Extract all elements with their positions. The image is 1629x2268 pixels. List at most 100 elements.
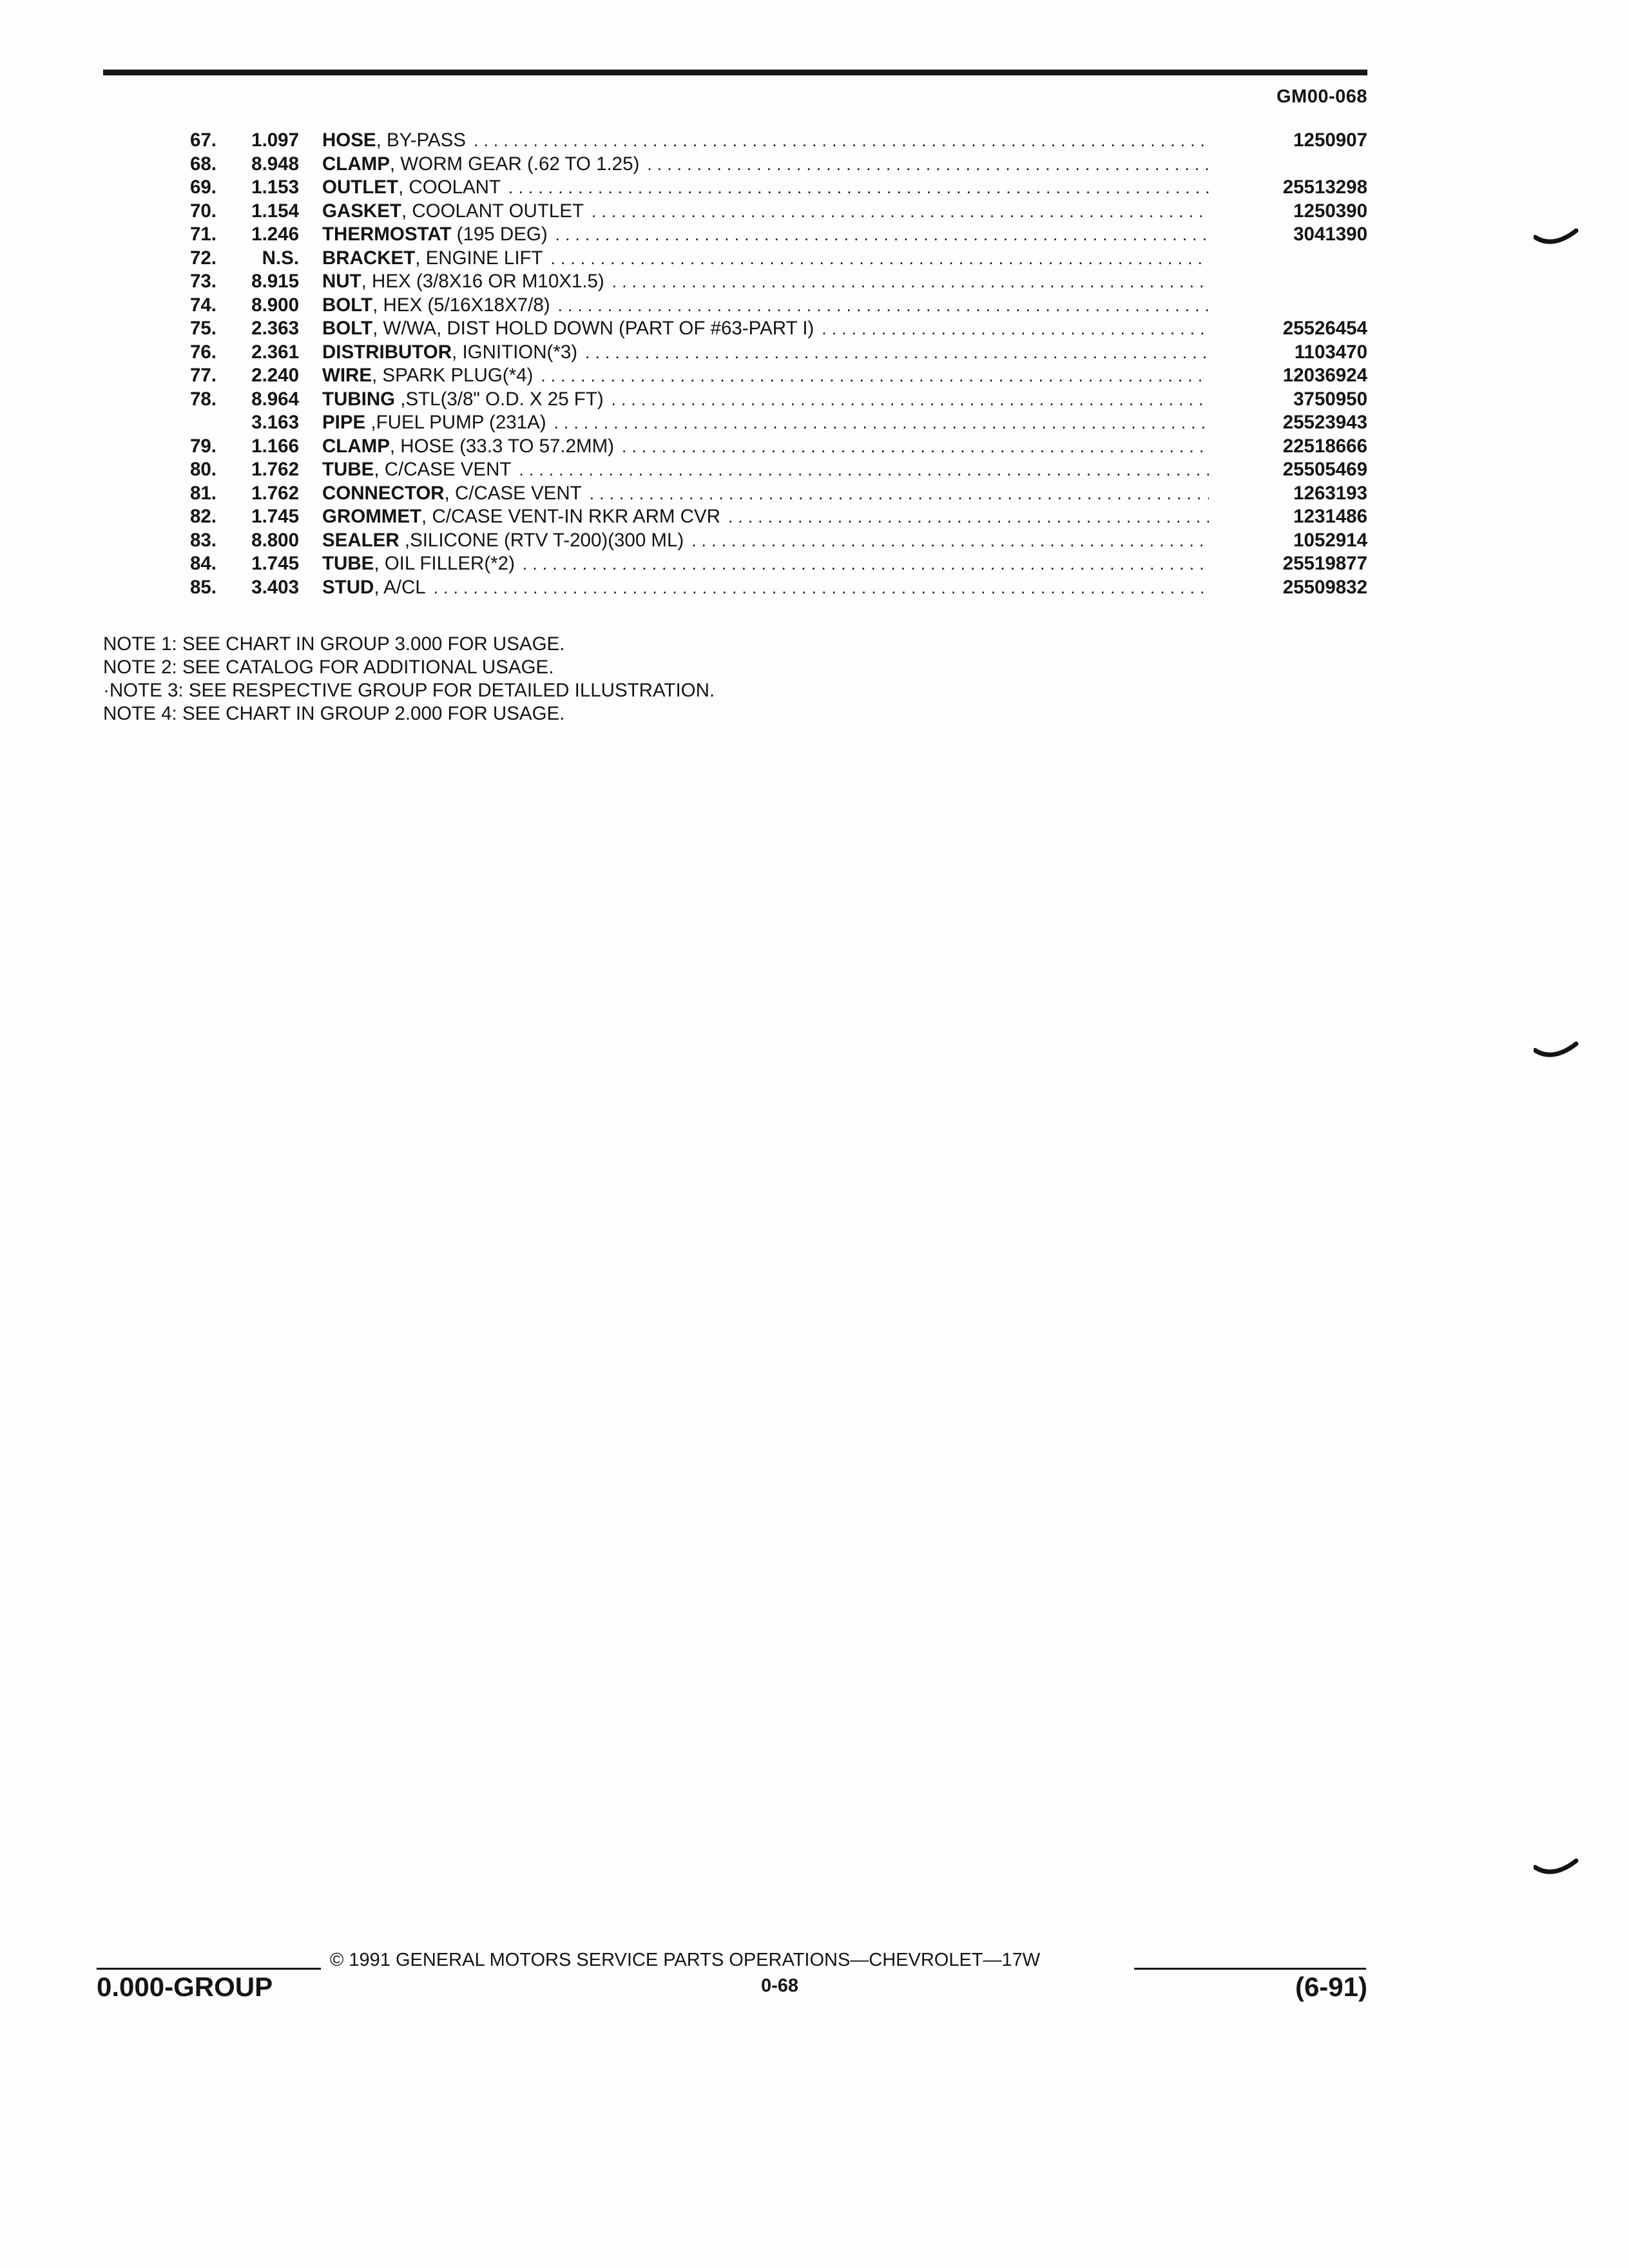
group-number: 2.363	[251, 318, 299, 339]
part-row: 85. 3.403 STUD, A/CL 25509832	[0, 576, 1629, 600]
footer-page-number: 0-68	[760, 1975, 799, 1996]
part-row: 83. 8.800 SEALER ,SILICONE (RTV T-200)(3…	[0, 529, 1629, 553]
part-detail: , HOSE (33.3 TO 57.2MM)	[389, 435, 614, 457]
group-number: 1.166	[251, 435, 299, 457]
part-row: 77. 2.240 WIRE, SPARK PLUG(*4) 12036924	[0, 364, 1629, 388]
part-number: 25523943	[1282, 412, 1367, 433]
part-row: 82. 1.745 GROMMET, C/CASE VENT-IN RKR AR…	[0, 505, 1629, 529]
part-row: 71. 1.246 THERMOSTAT (195 DEG) 3041390	[0, 223, 1629, 247]
part-detail: , OIL FILLER(*2)	[374, 553, 515, 574]
group-number: N.S.	[262, 247, 299, 269]
ref-number: 76.	[189, 341, 217, 363]
part-name: BRACKET	[322, 247, 416, 269]
ref-number: 67.	[189, 130, 217, 151]
part-name: BOLT	[322, 294, 373, 316]
note-line: ·NOTE 3: SEE RESPECTIVE GROUP FOR DETAIL…	[103, 680, 715, 701]
footer-rule-right	[1134, 1968, 1366, 1970]
part-row: 3.163 PIPE ,FUEL PUMP (231A) 25523943	[0, 411, 1629, 435]
part-row: 67. 1.097 HOSE, BY-PASS 1250907	[0, 129, 1629, 153]
footer-rule-left	[97, 1968, 321, 1970]
group-number: 2.361	[251, 341, 299, 363]
part-detail: , W/WA, DIST HOLD DOWN (PART OF #63-PART…	[372, 318, 815, 339]
notes-block: NOTE 1: SEE CHART IN GROUP 3.000 FOR USA…	[103, 633, 715, 726]
part-number: 3041390	[1293, 224, 1367, 245]
part-name: CLAMP	[322, 435, 390, 457]
part-description: WIRE, SPARK PLUG(*4)	[322, 364, 1209, 388]
part-description: HOSE, BY-PASS	[322, 129, 1209, 153]
part-description: TUBING ,STL(3/8" O.D. X 25 FT)	[322, 388, 1209, 412]
part-description: STUD, A/CL	[322, 576, 1209, 600]
note-line: NOTE 4: SEE CHART IN GROUP 2.000 FOR USA…	[103, 703, 565, 724]
ref-number: 71.	[189, 224, 217, 245]
part-description: THERMOSTAT (195 DEG)	[322, 223, 1209, 247]
group-number: 1.097	[251, 130, 299, 151]
part-row: 76. 2.361 DISTRIBUTOR, IGNITION(*3) 1103…	[0, 341, 1629, 365]
part-name: SEALER	[322, 529, 400, 551]
group-number: 1.153	[251, 177, 299, 198]
part-detail: , WORM GEAR (.62 TO 1.25)	[389, 153, 640, 175]
part-detail: (195 DEG)	[451, 224, 548, 245]
part-detail: , HEX (5/16X18X7/8)	[372, 294, 550, 316]
part-row: 81. 1.762 CONNECTOR, C/CASE VENT 1263193	[0, 482, 1629, 506]
part-description: CLAMP, HOSE (33.3 TO 57.2MM)	[322, 435, 1209, 459]
part-detail: ,STL(3/8" O.D. X 25 FT)	[395, 388, 604, 410]
part-description: SEALER ,SILICONE (RTV T-200)(300 ML)	[322, 529, 1209, 553]
part-number: 25513298	[1282, 177, 1367, 198]
part-row: 69. 1.153 OUTLET, COOLANT 25513298	[0, 176, 1629, 200]
ref-number: 73.	[189, 271, 217, 292]
part-name: WIRE	[322, 365, 372, 386]
part-description: OUTLET, COOLANT	[322, 176, 1209, 200]
part-name: THERMOSTAT	[322, 224, 452, 245]
part-number: 12036924	[1282, 365, 1367, 386]
part-number: 1231486	[1293, 506, 1367, 527]
part-name: OUTLET	[322, 177, 398, 198]
note-line: NOTE 2: SEE CATALOG FOR ADDITIONAL USAGE…	[103, 657, 554, 678]
ref-number: 82.	[189, 506, 217, 527]
part-row: 74. 8.900 BOLT, HEX (5/16X18X7/8)	[0, 294, 1629, 318]
part-number: 25526454	[1282, 318, 1367, 339]
part-number: 3750950	[1293, 388, 1367, 410]
group-number: 2.240	[251, 365, 299, 386]
part-row: 78. 8.964 TUBING ,STL(3/8" O.D. X 25 FT)…	[0, 388, 1629, 412]
part-row: 73. 8.915 NUT, HEX (3/8X16 OR M10X1.5)	[0, 270, 1629, 294]
part-row: 68. 8.948 CLAMP, WORM GEAR (.62 TO 1.25)	[0, 153, 1629, 177]
part-description: NUT, HEX (3/8X16 OR M10X1.5)	[322, 270, 1209, 294]
group-number: 1.762	[251, 459, 299, 480]
part-detail: , C/CASE VENT-IN RKR ARM CVR	[421, 506, 720, 527]
group-number: 1.246	[251, 224, 299, 245]
part-name: CONNECTOR	[322, 482, 445, 504]
part-description: BRACKET, ENGINE LIFT	[322, 247, 1209, 271]
part-row: 70. 1.154 GASKET, COOLANT OUTLET 1250390	[0, 200, 1629, 224]
part-detail: , COOLANT	[398, 177, 501, 198]
part-name: CLAMP	[322, 153, 390, 175]
part-detail: , BY-PASS	[376, 130, 466, 151]
part-row: 75. 2.363 BOLT, W/WA, DIST HOLD DOWN (PA…	[0, 317, 1629, 341]
part-description: DISTRIBUTOR, IGNITION(*3)	[322, 341, 1209, 365]
part-number: 22518666	[1282, 435, 1367, 457]
part-description: CONNECTOR, C/CASE VENT	[322, 482, 1209, 506]
document-id: GM00-068	[1276, 86, 1367, 107]
group-number: 1.154	[251, 200, 299, 222]
part-row: 84. 1.745 TUBE, OIL FILLER(*2) 25519877	[0, 552, 1629, 576]
part-number: 25505469	[1282, 459, 1367, 480]
part-description: GASKET, COOLANT OUTLET	[322, 200, 1209, 224]
part-name: TUBING	[322, 388, 396, 410]
ref-number: 80.	[189, 459, 217, 480]
part-name: STUD	[322, 576, 374, 598]
ref-number: 83.	[189, 529, 217, 551]
ref-number: 70.	[189, 200, 217, 222]
part-detail: , IGNITION(*3)	[452, 341, 578, 363]
top-rule	[103, 70, 1367, 75]
part-detail: , C/CASE VENT	[444, 482, 582, 504]
part-row: 80. 1.762 TUBE, C/CASE VENT 25505469	[0, 458, 1629, 482]
group-number: 3.163	[251, 412, 299, 433]
ref-number: 74.	[189, 294, 217, 316]
ref-number: 68.	[189, 153, 217, 175]
margin-mark	[1534, 1041, 1579, 1057]
ref-number: 85.	[189, 576, 217, 598]
group-number: 8.964	[251, 388, 299, 410]
group-number: 3.403	[251, 576, 299, 598]
part-detail: , COOLANT OUTLET	[401, 200, 584, 222]
part-name: TUBE	[322, 459, 374, 480]
part-row: 72. N.S. BRACKET, ENGINE LIFT	[0, 247, 1629, 271]
